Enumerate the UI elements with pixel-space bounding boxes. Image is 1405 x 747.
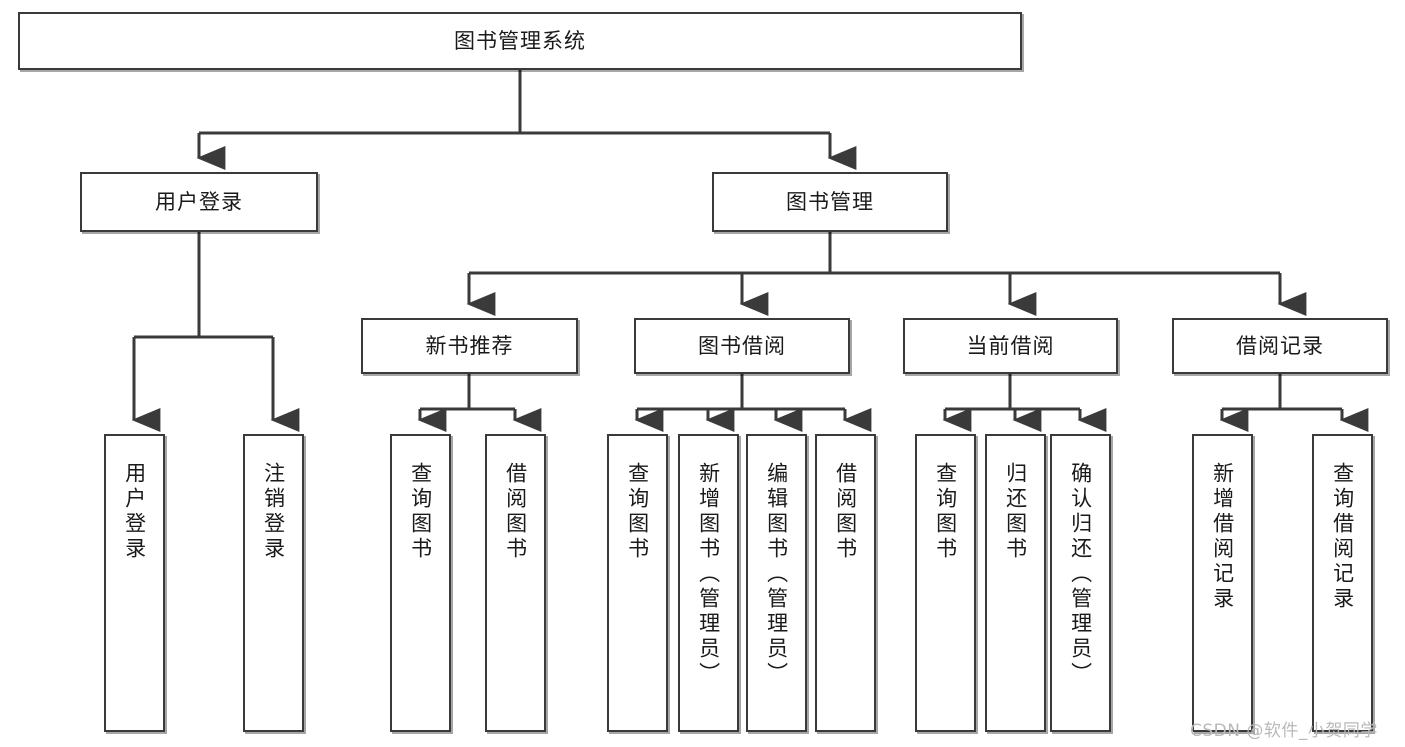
leaf-query-borrow-record-label: 查询借阅记录	[1330, 462, 1355, 612]
leaf-query-book-recommend-label: 查询图书	[408, 462, 433, 562]
node-user-login[interactable]: 用户登录	[80, 172, 318, 232]
leaf-borrow-book-label: 借阅图书	[833, 462, 858, 562]
node-book-borrow-label: 图书借阅	[698, 333, 786, 358]
leaf-return-book[interactable]: 归还图书	[985, 434, 1046, 732]
node-book-management-label: 图书管理	[786, 189, 874, 214]
node-current-borrow[interactable]: 当前借阅	[903, 318, 1118, 374]
leaf-query-book-current-label: 查询图书	[933, 462, 958, 562]
node-new-book-recommend[interactable]: 新书推荐	[361, 318, 578, 374]
leaf-edit-book-admin-label: 编辑图书（管理员）	[764, 462, 789, 687]
node-current-borrow-label: 当前借阅	[966, 333, 1055, 358]
leaf-add-borrow-record[interactable]: 新增借阅记录	[1192, 434, 1253, 732]
leaf-query-book-recommend[interactable]: 查询图书	[390, 434, 451, 732]
leaf-confirm-return-admin[interactable]: 确认归还（管理员）	[1050, 434, 1111, 732]
node-book-borrow[interactable]: 图书借阅	[634, 318, 850, 374]
leaf-borrow-book-recommend[interactable]: 借阅图书	[485, 434, 546, 732]
csdn-watermark: CSDN @软件_小贺同学	[1190, 721, 1378, 741]
node-root[interactable]: 图书管理系统	[18, 12, 1022, 70]
node-new-book-recommend-label: 新书推荐	[425, 333, 514, 358]
leaf-query-book-current[interactable]: 查询图书	[915, 434, 976, 732]
leaf-query-borrow-record[interactable]: 查询借阅记录	[1312, 434, 1373, 732]
leaf-borrow-book-recommend-label: 借阅图书	[503, 462, 528, 562]
leaf-edit-book-admin[interactable]: 编辑图书（管理员）	[746, 434, 807, 732]
leaf-user-logout[interactable]: 注销登录	[243, 434, 304, 732]
leaf-query-book-borrow[interactable]: 查询图书	[607, 434, 668, 732]
leaf-return-book-label: 归还图书	[1003, 462, 1028, 562]
node-borrow-records[interactable]: 借阅记录	[1172, 318, 1388, 374]
leaf-borrow-book[interactable]: 借阅图书	[815, 434, 876, 732]
leaf-add-book-admin[interactable]: 新增图书（管理员）	[678, 434, 739, 732]
leaf-user-login-label: 用户登录	[122, 462, 147, 562]
node-book-management[interactable]: 图书管理	[712, 172, 948, 232]
node-borrow-records-label: 借阅记录	[1236, 333, 1324, 358]
leaf-user-logout-label: 注销登录	[261, 462, 286, 562]
node-root-label: 图书管理系统	[454, 28, 586, 53]
leaf-query-book-borrow-label: 查询图书	[625, 462, 650, 562]
leaf-confirm-return-admin-label: 确认归还（管理员）	[1068, 462, 1093, 687]
leaf-user-login[interactable]: 用户登录	[104, 434, 165, 732]
leaf-add-book-admin-label: 新增图书（管理员）	[696, 462, 721, 687]
leaf-add-borrow-record-label: 新增借阅记录	[1210, 462, 1235, 612]
node-user-login-label: 用户登录	[155, 189, 243, 214]
